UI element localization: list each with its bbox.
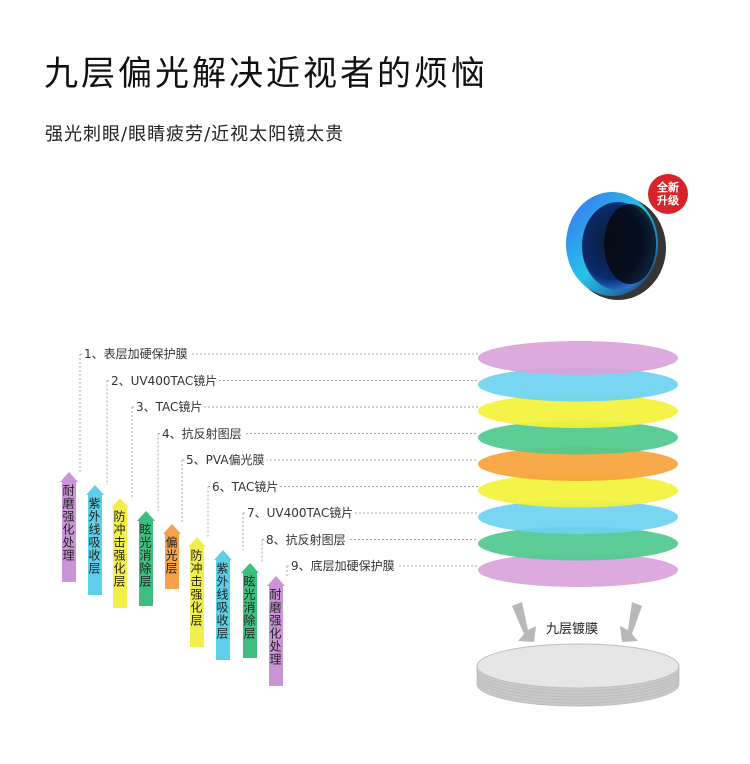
layer-label-9: 9、底层加硬保护膜 xyxy=(289,557,397,574)
arrow-up-icon xyxy=(188,537,206,547)
new-upgrade-badge: 全新 升级 xyxy=(648,174,688,214)
function-arrow-1 xyxy=(60,472,78,582)
layer-ellipse-2 xyxy=(478,367,678,402)
page-subtitle: 强光刺眼/眼睛疲劳/近视太阳镜太贵 xyxy=(45,124,345,145)
function-arrow-9 xyxy=(267,576,285,686)
layer-label-1: 1、表层加硬保护膜 xyxy=(82,345,190,362)
layer-ellipse-7 xyxy=(478,500,678,534)
function-label-9: 耐磨强化处理 xyxy=(268,588,282,666)
page-title: 九层偏光解决近视者的烦恼 xyxy=(44,54,488,94)
lens-icon xyxy=(566,192,666,300)
function-label-4: 眩光消除层 xyxy=(138,523,152,588)
layer-label-4: 4、抗反射图层 xyxy=(160,424,244,442)
badge-line2: 升级 xyxy=(657,194,679,207)
arrow-up-icon xyxy=(267,576,285,586)
arrow-up-icon xyxy=(163,524,181,534)
layer-ellipse-3 xyxy=(478,394,678,428)
function-label-8: 眩光消除层 xyxy=(242,575,256,640)
function-label-2: 紫外线吸收层 xyxy=(87,497,101,575)
layer-label-5: 5、PVA偏光膜 xyxy=(184,451,267,468)
arrow-up-icon xyxy=(137,511,155,521)
arrow-up-icon xyxy=(214,550,232,560)
layer-label-3: 3、TAC镜片 xyxy=(134,398,205,415)
arrow-left-icon xyxy=(512,602,536,642)
arrow-shaft xyxy=(88,495,102,595)
function-arrow-4 xyxy=(137,511,155,606)
arrow-shaft xyxy=(269,586,283,686)
arrow-shaft xyxy=(243,573,257,658)
plate-disc-7 xyxy=(476,643,680,689)
layer-label-8: 8、抗反射图层 xyxy=(264,530,348,548)
arrow-shaft xyxy=(62,482,76,582)
function-arrow-2 xyxy=(86,485,104,595)
function-label-7: 紫外线吸收层 xyxy=(215,562,229,640)
layer-label-6: 6、TAC镜片 xyxy=(210,477,281,495)
function-arrow-3 xyxy=(111,498,129,608)
function-label-3: 防冲击强化层 xyxy=(112,510,126,588)
function-label-1: 耐磨强化处理 xyxy=(61,484,75,562)
arrow-up-icon xyxy=(111,498,129,508)
arrow-shaft xyxy=(190,547,204,647)
function-label-5: 偏光层 xyxy=(164,536,178,575)
function-label-6: 防冲击强化层 xyxy=(189,549,203,627)
layer-ellipse-4 xyxy=(478,420,678,455)
plate-label: 九层镀膜 xyxy=(546,622,599,637)
arrow-up-icon xyxy=(241,563,259,573)
layer-ellipse-5 xyxy=(478,447,678,481)
function-arrow-7 xyxy=(214,550,232,660)
function-arrow-8 xyxy=(241,563,259,658)
function-arrow-6 xyxy=(188,537,206,647)
layer-ellipse-9 xyxy=(478,553,678,587)
arrow-up-icon xyxy=(60,472,78,482)
layer-label-2: 2、UV400TAC镜片 xyxy=(109,371,220,389)
arrow-shaft xyxy=(165,534,179,589)
arrow-shaft xyxy=(113,508,127,608)
layer-ellipse-8 xyxy=(478,526,678,561)
badge-line1: 全新 xyxy=(657,181,679,194)
function-arrow-5 xyxy=(163,524,181,589)
arrow-up-icon xyxy=(86,485,104,495)
arrow-right-icon xyxy=(620,602,642,642)
layer-ellipse-1 xyxy=(478,341,678,375)
arrow-shaft xyxy=(216,560,230,660)
arrow-shaft xyxy=(139,521,153,606)
layer-ellipse-6 xyxy=(478,473,678,508)
layer-label-7: 7、UV400TAC镜片 xyxy=(245,504,356,521)
